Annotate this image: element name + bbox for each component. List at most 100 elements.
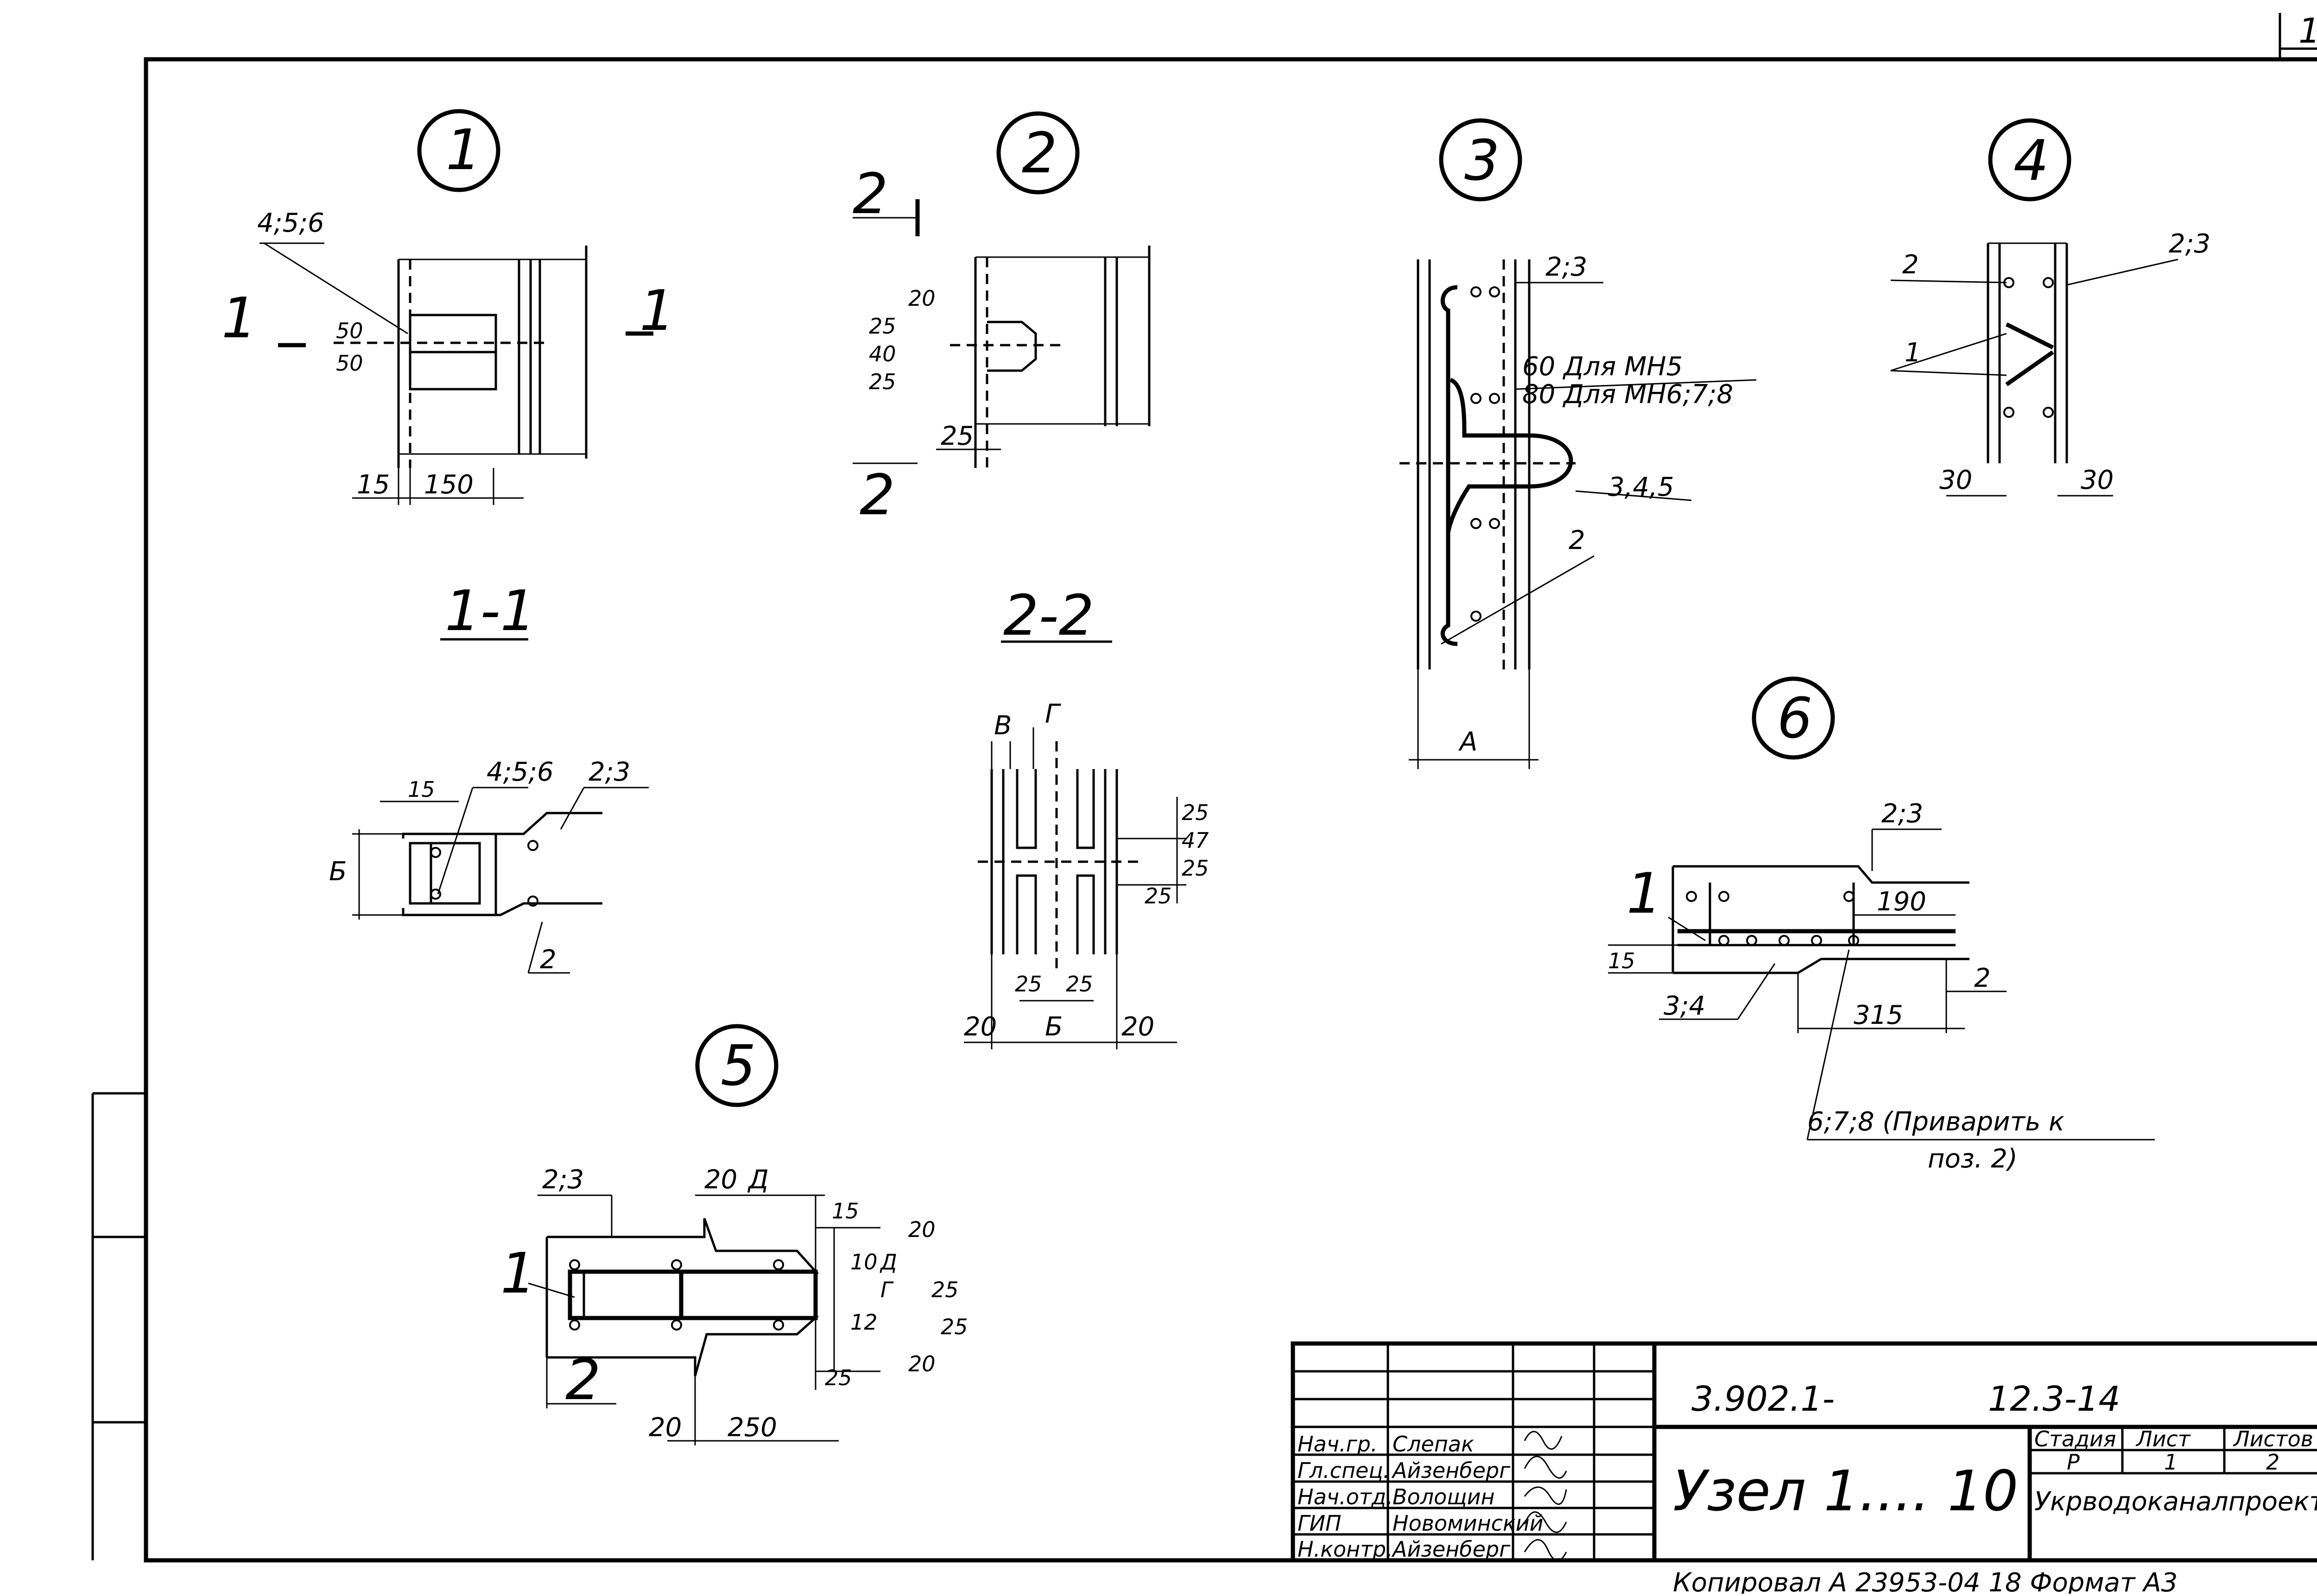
signatures	[1524, 1431, 1567, 1562]
node-5-dim-25-far: 25	[941, 1314, 968, 1339]
node-6-number: 6	[1777, 687, 1812, 751]
node-1-dim-a: 50	[336, 318, 363, 343]
node-6-dim-315: 315	[1854, 1000, 1903, 1030]
title-block-designation-suffix: 12.3-14	[1988, 1379, 2121, 1419]
staff-name-3: Волощин	[1393, 1484, 1495, 1509]
node-3-note-mn678: 80 Для МН6;7;8	[1522, 379, 1733, 410]
node-4-callout-1: 1	[1905, 338, 1921, 368]
title-block-stage: Р	[2067, 1450, 2080, 1475]
node-5-dim-12: 12	[850, 1310, 878, 1335]
node-1-section-left: 1	[222, 286, 257, 351]
title-block-designation: 3.902.1-	[1691, 1379, 1835, 1419]
section-1-1-callout-456: 4;5;6	[487, 757, 554, 787]
section-2-2-dim-25c: 25	[1145, 883, 1172, 908]
staff-role-1: Нач.гр.	[1298, 1432, 1378, 1457]
node-1-marker	[417, 109, 500, 192]
node-1-number: 1	[446, 118, 481, 183]
node-2-marker	[996, 111, 1080, 195]
detail-node-1: 1 4;5;6 1 1 50 50 15 150	[222, 109, 675, 505]
node-2-dim-e: 25	[941, 421, 974, 451]
section-2-2-dim-25e: 25	[1066, 971, 1093, 997]
node-5-dim-20: 20	[704, 1165, 737, 1195]
section-2-2-dim-47: 47	[1182, 828, 1209, 853]
node-2-dim-a: 25	[869, 314, 896, 339]
title-block-sheets-header: Листов	[2233, 1426, 2313, 1451]
detail-node-4: 4 2 2;3 1 30 30	[1890, 118, 2210, 497]
node-5-dim-25: 25	[931, 1277, 959, 1302]
node-5-callout-2: 2	[565, 1348, 601, 1413]
node-6-note-pos: поз. 2)	[1928, 1144, 2018, 1174]
node-3-note-mn5: 60 Для МН5	[1522, 352, 1683, 382]
node-1-dim-150: 150	[424, 470, 474, 500]
staff-role-2: Гл.спец.	[1298, 1458, 1390, 1483]
node-6-marker	[1752, 676, 1835, 760]
node-1-dim-15: 15	[357, 470, 390, 500]
detail-node-2: 2 2 2 25 40 25 20 25	[853, 111, 1151, 528]
node-5-dim-d-right: Д	[880, 1249, 897, 1274]
node-4-number: 4	[2013, 129, 2049, 193]
node-1-dim-b: 50	[336, 351, 363, 376]
title-block-organization: Укрводоканалпроект	[2034, 1487, 2317, 1517]
staff-name-1: Слепак	[1393, 1432, 1474, 1457]
node-5-callout-1: 1	[500, 1242, 536, 1306]
node-5-callout-23: 2;3	[542, 1165, 584, 1195]
node-5-dim-15: 15	[832, 1199, 859, 1224]
title-block-stage-header: Стадия	[2034, 1426, 2116, 1451]
section-1-1-callout-23: 2;3	[589, 757, 630, 787]
node-4-dim-30-right: 30	[2081, 465, 2114, 495]
node-5-dim-250: 250	[728, 1413, 777, 1443]
node-1-section-right: 1	[639, 279, 675, 343]
node-6-dim-15: 15	[1608, 948, 1635, 973]
node-3-number: 3	[1464, 129, 1500, 193]
node-6-note-weld: 6;7;8 (Приварить к	[1807, 1107, 2064, 1137]
node-5-dim-g: Г	[880, 1277, 894, 1302]
node-5-dim-20-bottom: 20	[649, 1413, 682, 1443]
section-1-1: 1-1 15 4;5;6 2;3 Б 2	[329, 579, 649, 975]
node-3-callout-2: 2	[1569, 525, 1585, 555]
copy-note: Копировал А 23953-04 18 Формат А3	[1673, 1568, 2178, 1594]
node-5-dim-20-low: 20	[908, 1351, 936, 1376]
node-4-callout-23: 2;3	[2169, 229, 2210, 259]
section-2-2-dim-25d: 25	[1015, 971, 1042, 997]
detail-node-6: 6 2;3 1 190 15 2 3;4 315	[1608, 676, 2155, 1174]
node-2-dim-c: 25	[869, 369, 896, 394]
node-6-callout-34: 3;4	[1664, 991, 1705, 1021]
section-2-2-dim-20-left: 20	[964, 1012, 997, 1042]
detail-node-5: 5 2;3 20 Д 15 1 2 20 250 20 10 Д	[500, 1024, 968, 1445]
section-2-2-dim-b: Б	[1045, 1012, 1063, 1042]
staff-name-2: Айзенберг	[1391, 1458, 1511, 1483]
staff-name-4: Новоминский	[1393, 1511, 1544, 1536]
node-2-dim-b: 40	[869, 341, 896, 366]
node-3-callout-345: 3,4,5	[1608, 472, 1674, 502]
detail-node-3: 3 2;3 60 Для МН5 80 Для МН6;7;8 3,4,5 2 …	[1399, 118, 1757, 769]
staff-name-5: Айзенберг	[1391, 1537, 1511, 1562]
staff-role-4: ГИП	[1298, 1511, 1342, 1536]
section-1-1-title: 1-1	[445, 579, 536, 643]
node-3-dim-a: А	[1458, 727, 1477, 757]
node-2-number: 2	[1022, 121, 1057, 186]
staff-role-3: Нач.отд.	[1298, 1484, 1393, 1509]
section-2-2-dim-20-right: 20	[1121, 1012, 1154, 1042]
node-5-marker	[695, 1024, 779, 1107]
section-2-2-title: 2-2	[1003, 584, 1094, 648]
node-2-dim-d: 20	[908, 286, 936, 311]
section-1-1-dim-15: 15	[408, 777, 435, 802]
node-5-dim-25-low: 25	[825, 1365, 852, 1390]
node-2-section-bottom: 2	[860, 463, 895, 528]
node-5-number: 5	[721, 1034, 756, 1098]
title-block-sheets: 2	[2266, 1450, 2279, 1475]
section-2-2: 2-2 В Г 25 47 25 25 25 25 20 Б 20	[964, 584, 1209, 1049]
title-block: 3.902.1- 12.3-14 Узел 1.... 10 Стадия Ли…	[1291, 1341, 2317, 1563]
node-4-dim-30-left: 30	[1939, 465, 1972, 495]
node-4-callout-2: 2	[1902, 250, 1919, 280]
node-4-marker	[1988, 118, 2071, 202]
node-6-callout-23: 2;3	[1881, 799, 1923, 829]
title-block-sheet: 1	[2164, 1450, 2178, 1475]
section-2-2-dim-g: Г	[1045, 699, 1061, 729]
node-5-dim-10: 10	[850, 1249, 878, 1274]
node-6-callout-2: 2	[1974, 963, 1991, 993]
section-1-1-dim-b: Б	[329, 857, 347, 887]
title-block-title: Узел 1.... 10	[1673, 1459, 2018, 1524]
